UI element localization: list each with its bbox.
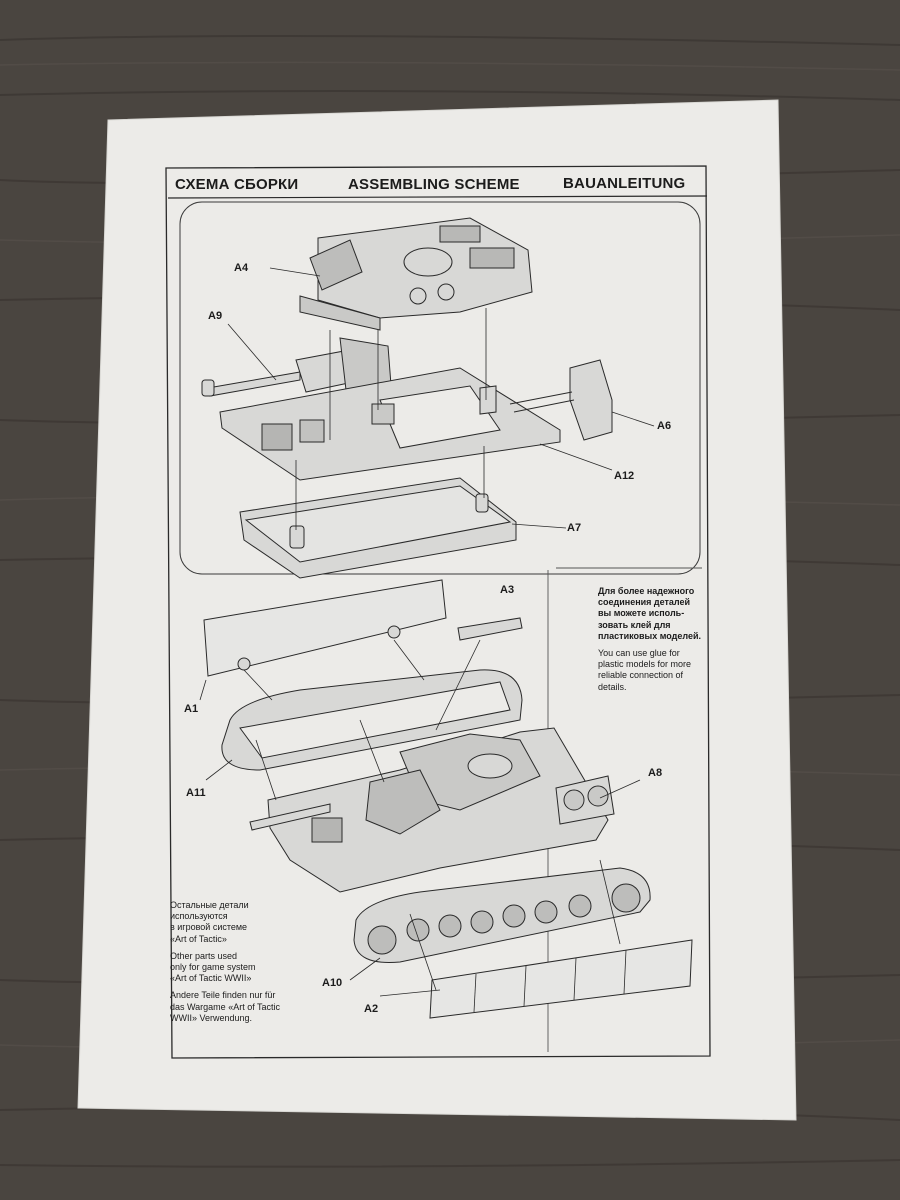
other-parts-ru-line: «Art of Tactic» bbox=[170, 933, 227, 944]
glue-note: Для более надежного соединения деталей в… bbox=[598, 586, 702, 699]
glue-note-ru-line: Для более надежного bbox=[598, 586, 695, 596]
part-label-a6: A6 bbox=[657, 420, 672, 432]
glue-note-en-line: plastic models for more bbox=[598, 659, 692, 670]
part-label-a11: A11 bbox=[186, 787, 206, 799]
other-parts-de-line: Andere Teile finden nur für bbox=[170, 990, 276, 1001]
glue-note-ru-line: зовать клей для bbox=[598, 619, 671, 630]
glue-note-en-line: You can use glue for bbox=[598, 648, 680, 659]
part-label-a4: A4 bbox=[234, 262, 249, 274]
glue-note-ru-line: соединения деталей bbox=[598, 597, 691, 608]
part-label-a7: A7 bbox=[567, 522, 582, 534]
outer-frame bbox=[165, 165, 711, 1059]
glue-note-ru-line: вы можете исполь- bbox=[598, 608, 685, 619]
other-parts-de-line: das Wargame «Art of Tactic bbox=[170, 1001, 281, 1012]
header-title-german: BAUANLEITUNG bbox=[563, 175, 686, 192]
glue-note-en-line: details. bbox=[598, 681, 627, 692]
other-parts-ru-line: используются bbox=[170, 911, 228, 922]
glue-note-en-line: reliable connection of bbox=[598, 670, 684, 681]
part-label-a3: A3 bbox=[500, 584, 515, 596]
other-parts-note: Остальные детали используются в игровой … bbox=[170, 900, 310, 1030]
part-label-a8: A8 bbox=[648, 767, 663, 779]
header-title-russian: СХЕМА СБОРКИ bbox=[175, 176, 299, 193]
other-parts-de-line: WWII» Verwendung. bbox=[170, 1012, 253, 1023]
other-parts-en-line: «Art of Tactic WWII» bbox=[170, 973, 252, 984]
part-label-a2: A2 bbox=[364, 1003, 379, 1015]
other-parts-ru-line: в игровой системе bbox=[170, 922, 248, 933]
part-label-a1: A1 bbox=[184, 703, 199, 715]
part-label-a9: A9 bbox=[208, 310, 223, 322]
header-title-english: ASSEMBLING SCHEME bbox=[348, 176, 520, 193]
other-parts-ru-line: Остальные детали bbox=[170, 900, 249, 910]
top-assembly-panel bbox=[179, 201, 701, 575]
glue-note-ru-line: пластиковых моделей. bbox=[598, 630, 701, 641]
part-label-a12: A12 bbox=[614, 470, 635, 482]
other-parts-en-line: Other parts used bbox=[170, 950, 238, 961]
other-parts-en-line: only for game system bbox=[170, 962, 256, 973]
part-label-a10: A10 bbox=[322, 977, 343, 989]
